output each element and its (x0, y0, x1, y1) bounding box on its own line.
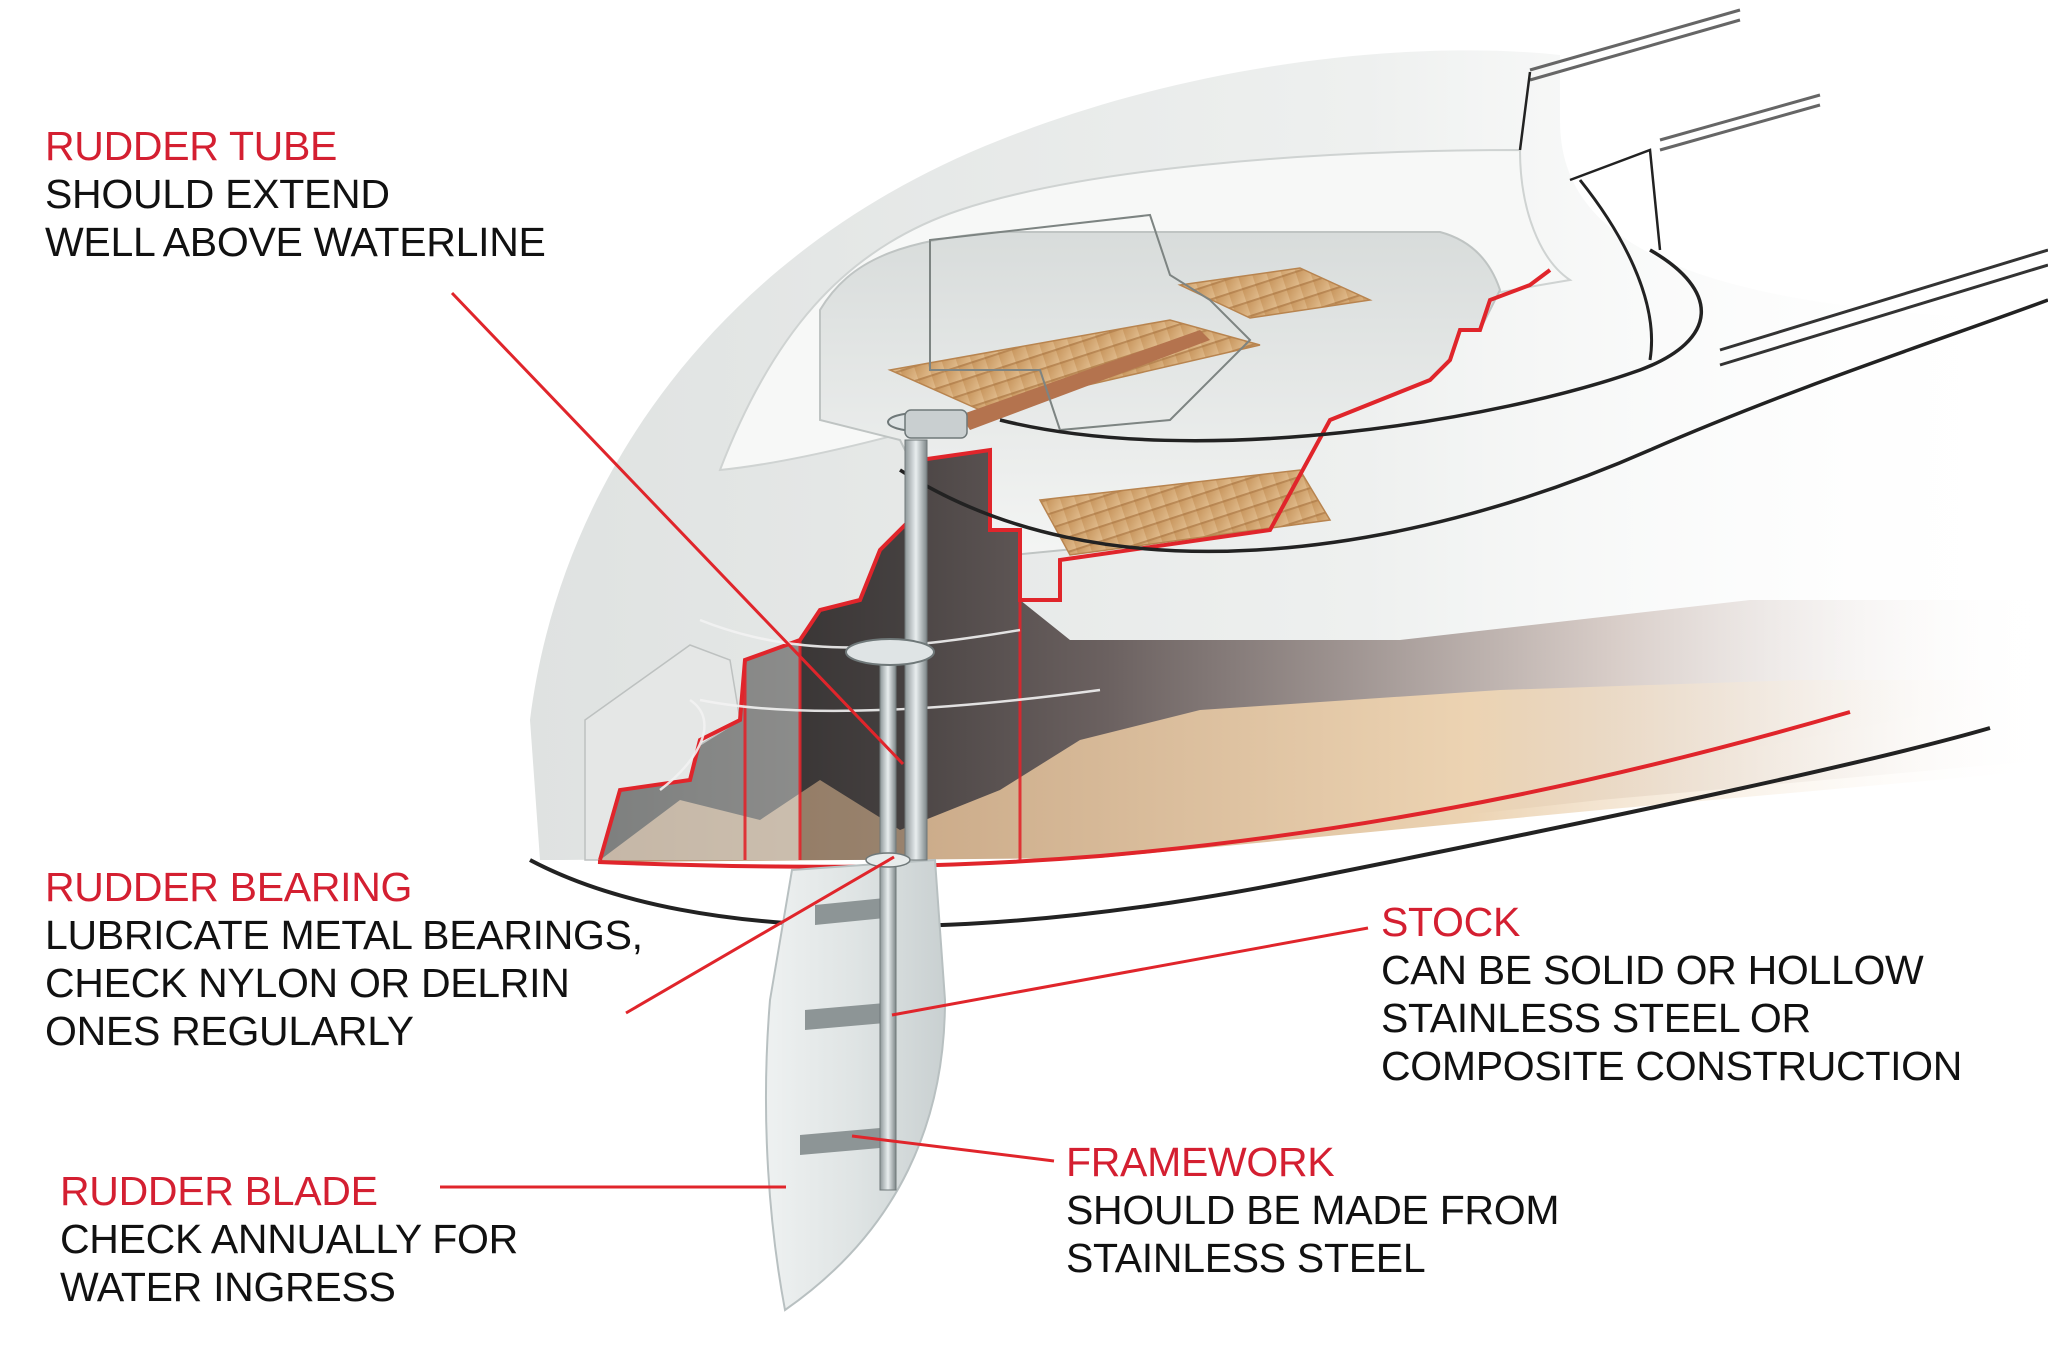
leader-rudder-bearing (625, 855, 895, 1015)
label-framework: FRAMEWORK SHOULD BE MADE FROM STAINLESS … (1066, 1138, 1559, 1282)
label-title: RUDDER BEARING (45, 864, 413, 910)
pushpit-rail-2 (1529, 8, 1741, 82)
tiller (960, 330, 1210, 430)
hull-line-4 (1578, 179, 1653, 361)
label-title: RUDDER TUBE (45, 123, 338, 169)
tiller-head (904, 409, 968, 439)
cut-edge-bottom (597, 710, 1851, 869)
label-rudder-tube: RUDDER TUBE SHOULD EXTEND WELL ABOVE WAT… (45, 122, 546, 266)
hull-line-1 (529, 726, 1991, 929)
label-line: SHOULD BE MADE FROM (1066, 1187, 1560, 1233)
pushpit-rail-1 (1719, 248, 2048, 367)
hull-line-3 (999, 248, 1703, 443)
label-rudder-bearing: RUDDER BEARING LUBRICATE METAL BEARINGS,… (45, 863, 643, 1055)
label-line: CHECK NYLON OR DELRIN (45, 960, 570, 1006)
label-line: SHOULD EXTEND (45, 171, 390, 217)
label-line: COMPOSITE CONSTRUCTION (1381, 1043, 1963, 1089)
cut-edge-stepped (598, 268, 1552, 861)
leader-lines (440, 291, 1369, 1189)
label-line: STAINLESS STEEL (1066, 1235, 1426, 1281)
framework-plate-3 (800, 1128, 880, 1155)
label-stock: STOCK CAN BE SOLID OR HOLLOW STAINLESS S… (1381, 898, 1962, 1090)
leader-framework (851, 1134, 1055, 1163)
framework-plate-2 (805, 1003, 885, 1030)
hull-line-2 (899, 298, 2048, 554)
rudder-stock (879, 659, 897, 1191)
rudder-bearing-flange (845, 638, 935, 666)
label-line: ONES REGULARLY (45, 1008, 414, 1054)
framework-plate-1 (815, 898, 885, 925)
bulkhead-left (600, 640, 800, 860)
pushpit-rail-3 (1659, 93, 1821, 152)
label-line: WATER INGRESS (60, 1264, 396, 1310)
label-title: FRAMEWORK (1066, 1139, 1335, 1185)
leader-rudder-tube (450, 291, 905, 766)
seat-outline (929, 213, 1252, 432)
interior-floor (600, 680, 2048, 862)
label-rudder-blade: RUDDER BLADE CHECK ANNUALLY FOR WATER IN… (60, 1167, 518, 1311)
label-title: RUDDER BLADE (60, 1168, 378, 1214)
label-line: WELL ABOVE WATERLINE (45, 219, 546, 265)
label-line: STAINLESS STEEL OR (1381, 995, 1811, 1041)
label-title: STOCK (1381, 899, 1520, 945)
label-line: LUBRICATE METAL BEARINGS, (45, 912, 643, 958)
leader-stock (891, 926, 1369, 1017)
label-line: CAN BE SOLID OR HOLLOW (1381, 947, 1924, 993)
pushpit-frame (1518, 71, 1662, 251)
teak-seat-right (1177, 267, 1373, 319)
label-line: CHECK ANNUALLY FOR (60, 1216, 518, 1262)
rudder-blade-shape (764, 858, 947, 1312)
